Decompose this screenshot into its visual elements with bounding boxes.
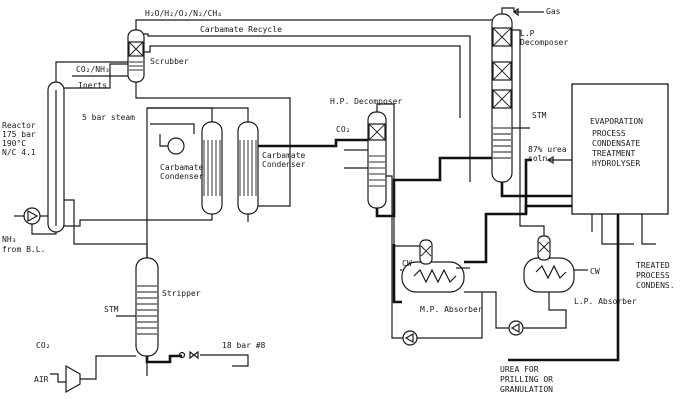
label-treatment: TREATMENT <box>592 149 636 158</box>
label-cw-lp: CW <box>590 267 600 276</box>
label-mp-absorber: M.P. Absorber <box>420 305 483 314</box>
label-hp-decomposer: H.P. Decomposer <box>330 97 402 106</box>
label-evaporation: EVAPORATION <box>590 117 643 126</box>
stripper <box>135 257 159 357</box>
label-lp-decomposer-1: L.P <box>520 29 535 38</box>
label-reactor: Reactor <box>2 121 36 130</box>
label-reactor-temperature: 190°C <box>2 139 26 148</box>
label-reactor-nc-ratio: N/C 4.1 <box>2 148 36 157</box>
carbamate-condenser-a <box>167 121 223 215</box>
label-stripper: Stripper <box>162 289 201 298</box>
label-urea-soln-1: 87% urea <box>528 145 567 154</box>
label-gas: Gas <box>546 7 561 16</box>
label-feed-top: H₂O/H₂/O₂/N₂/CH₄ <box>145 9 222 18</box>
let-down-valve <box>178 350 199 360</box>
label-hydrolyser: HYDROLYSER <box>592 159 640 168</box>
label-treated-process: PROCESS <box>636 271 670 280</box>
label-prilling-or: PRILLING OR <box>500 375 553 384</box>
label-5-bar-steam: 5 bar steam <box>82 113 135 122</box>
label-carbamate-condenser-a-2: Condenser <box>160 172 204 181</box>
hp-decomposer <box>367 111 387 209</box>
scrubber <box>127 29 145 83</box>
label-treated-condens: CONDENS. <box>636 281 675 290</box>
mp-absorber <box>401 239 465 293</box>
label-carbamate-condenser-b-1: Carbamate <box>262 151 306 160</box>
label-scrubber: Scrubber <box>150 57 189 66</box>
reactor <box>47 81 65 233</box>
label-co2-left: CO₂ <box>36 341 50 350</box>
label-carbamate-recycle: Carbamate Recycle <box>200 25 282 34</box>
label-urea-soln-2: soln <box>528 154 547 163</box>
label-from-bl: from B.L. <box>2 245 45 254</box>
mp-recycle-pump <box>402 330 418 346</box>
label-cw-mp: CW <box>402 259 412 268</box>
lp-decomposer <box>491 13 513 183</box>
label-stm-right: STM <box>532 111 547 120</box>
process-lines <box>14 7 656 383</box>
evaporation-unit <box>571 83 669 215</box>
lp-recycle-pump <box>508 320 524 336</box>
label-stm-left: STM <box>104 305 119 314</box>
co2-compressor <box>65 364 81 394</box>
carbamate-condenser-b <box>237 121 259 215</box>
label-inerts: Inerts <box>78 81 107 90</box>
label-co2-mid: CO₂ <box>336 125 350 134</box>
label-granulation: GRANULATION <box>500 385 553 394</box>
label-co2-nh3: CO₂/NH₃ <box>76 65 110 74</box>
label-process: PROCESS <box>592 129 626 138</box>
label-condensate: CONDENSATE <box>592 139 640 148</box>
label-urea-for: UREA FOR <box>500 365 539 374</box>
label-air: AIR <box>34 375 49 384</box>
nh3-feed-pump <box>23 207 41 225</box>
label-lp-absorber: L.P. Absorber <box>574 297 637 306</box>
label-nh3: NH₃ <box>2 235 16 244</box>
label-18-bar-steam: 18 bar #8 <box>222 341 266 350</box>
label-carbamate-condenser-a-1: Carbamate <box>160 163 204 172</box>
label-lp-decomposer-2: Decomposer <box>520 38 568 47</box>
label-carbamate-condenser-b-2: Condenser <box>262 160 306 169</box>
label-treated: TREATED <box>636 261 670 270</box>
lp-absorber <box>523 235 575 293</box>
label-reactor-pressure: 175 bar <box>2 130 36 139</box>
